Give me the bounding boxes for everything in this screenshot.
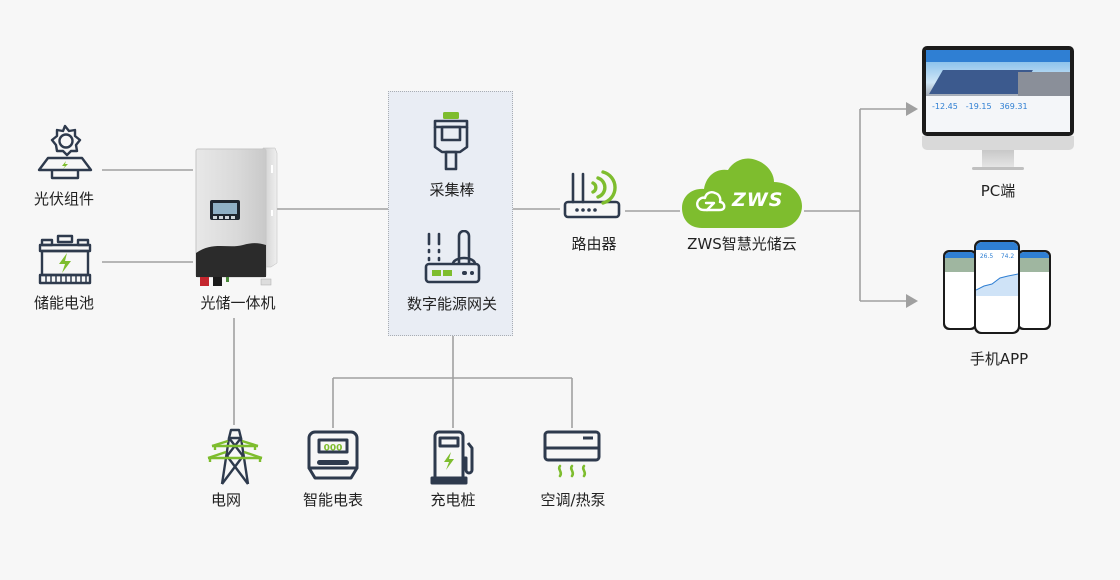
inverter-label: 光储一体机 bbox=[200, 294, 276, 312]
collector-stick-label: 采集棒 bbox=[429, 181, 475, 199]
router-icon bbox=[563, 170, 621, 219]
pv-module-label: 光伏组件 bbox=[33, 190, 95, 208]
power-tower-icon bbox=[207, 428, 263, 485]
meter-display: 000 bbox=[324, 444, 343, 454]
pc-label: PC端 bbox=[980, 182, 1016, 200]
phone-icon[interactable]: 26.5 74.2 bbox=[943, 240, 1051, 335]
battery-label: 储能电池 bbox=[33, 294, 95, 312]
energy-gateway-label: 数字能源网关 bbox=[406, 295, 498, 313]
solar-panel-icon bbox=[37, 124, 93, 180]
app-stat-2: 74.2 bbox=[1000, 253, 1015, 260]
pc-screen: -12.45 -19.15 369.31 bbox=[926, 50, 1070, 132]
cloud-icon[interactable]: ZWS bbox=[682, 156, 804, 230]
monitor-icon[interactable]: -12.45 -19.15 369.31 bbox=[922, 46, 1074, 176]
inverter-device[interactable] bbox=[193, 145, 278, 287]
pc-stat-2: -19.15 bbox=[965, 102, 992, 111]
grid-label: 电网 bbox=[210, 491, 242, 509]
gateway-icon bbox=[424, 230, 481, 284]
app-stat-1: 26.5 bbox=[979, 253, 994, 260]
mobile-app-label: 手机APP bbox=[969, 350, 1029, 368]
smart-meter-label: 智能电表 bbox=[302, 491, 364, 509]
cloud-label: ZWS智慧光储云 bbox=[687, 235, 797, 253]
meter-icon: 000 bbox=[307, 430, 359, 480]
arrow-to-pc bbox=[906, 102, 918, 116]
ev-charger-icon bbox=[430, 430, 474, 485]
pc-stat-3: 369.31 bbox=[999, 102, 1028, 111]
charger-label: 充电桩 bbox=[430, 491, 476, 509]
gateway-group-box bbox=[388, 91, 513, 336]
data-stick-icon bbox=[433, 112, 469, 171]
air-conditioner-icon bbox=[543, 430, 601, 478]
arrow-to-app bbox=[906, 294, 918, 308]
battery-icon bbox=[38, 234, 92, 285]
pc-stat-1: -12.45 bbox=[932, 102, 958, 111]
cloud-logo-text: ZWS bbox=[732, 189, 784, 211]
hvac-label: 空调/热泵 bbox=[540, 491, 606, 509]
router-label: 路由器 bbox=[571, 235, 617, 253]
